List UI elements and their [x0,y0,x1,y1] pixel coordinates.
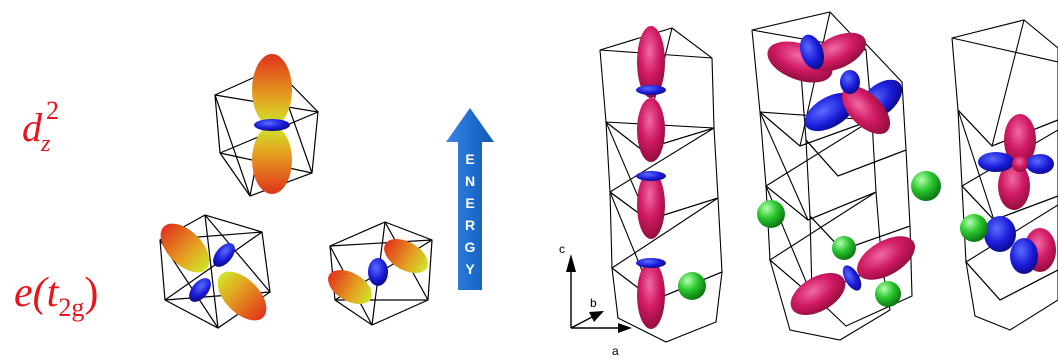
axis-label-b: b [590,296,597,310]
energy-letter: E [465,151,474,167]
label-et2g-t: t [46,270,59,316]
orbital-etg-right [328,238,428,305]
energy-letters: E N E R G Y [465,151,476,277]
axis-triad [566,254,632,333]
energy-letter: E [465,195,474,211]
energy-letter: Y [465,261,475,277]
label-et2g-sub: 2g [58,293,85,322]
energy-arrow [446,108,494,290]
label-dz2-letter: d [22,105,42,150]
axis-label-a: a [612,344,619,358]
label-dz2-sup: 2 [46,96,59,125]
orbitals-chain-3 [960,114,1056,274]
energy-letter: R [465,217,475,233]
axis-label-c: c [559,242,565,256]
orbital-etg-left [160,223,267,321]
orbitals-chain-2 [757,32,941,316]
label-et2g: e(t2g) [14,270,99,322]
orbital-dz2 [252,54,292,194]
energy-letter: G [465,239,476,255]
orbitals-chain-1 [636,26,706,329]
label-et2g-suffix: ) [84,270,99,316]
label-dz2-sub: z [41,131,51,157]
label-et2g-prefix: e( [14,270,47,316]
energy-letter: N [465,173,475,189]
